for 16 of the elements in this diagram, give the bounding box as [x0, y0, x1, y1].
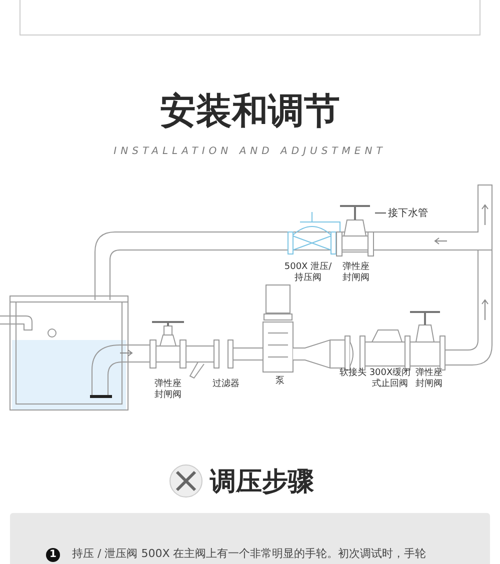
part-label: 弹性座封闸阀 [414, 368, 444, 390]
heading: 调压步骤 [210, 466, 314, 498]
step-number: 1 [46, 548, 60, 562]
subtitle: INSTALLATION AND ADJUSTMENT [112, 146, 388, 157]
leader-line [374, 212, 386, 214]
part-label: 500X 泄压/持压阀 [283, 262, 333, 284]
part-label: 泵 [274, 376, 286, 387]
title: 安装和调节 [159, 90, 341, 134]
callout-text: 接下水管 [388, 207, 428, 221]
part-label: 300X缓闭式止回阀 [369, 368, 411, 390]
step-text: 持压 / 泄压阀 500X 在主阀上有一个非常明显的手轮。初次调试时，手轮 [72, 546, 426, 562]
part-label: 软接头 [338, 368, 368, 379]
part-label: 过滤器 [212, 379, 240, 390]
part-label: 弹性座封闸阀 [342, 262, 370, 284]
step-card [10, 513, 490, 564]
part-label: 弹性座封闸阀 [154, 379, 182, 401]
